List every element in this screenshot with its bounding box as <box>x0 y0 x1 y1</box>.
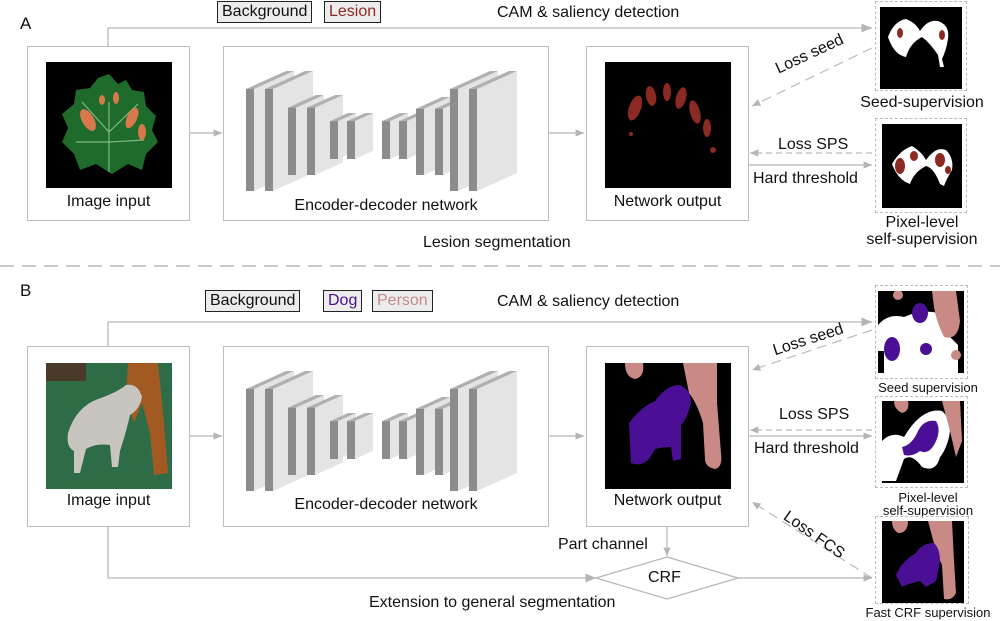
output-box-b: Network output <box>586 346 749 527</box>
legend-text: Person <box>377 292 428 309</box>
lesion-mask-icon <box>627 83 716 153</box>
pixel-caption-line-1: Pixel-level <box>898 490 958 505</box>
network-box-b: Encoder-decoder network <box>223 346 549 527</box>
panel-b-connectors <box>107 317 873 600</box>
leaf-icon <box>62 74 158 174</box>
extension-caption: Extension to general segmentation <box>369 594 616 611</box>
fast-crf-mask-image <box>882 521 964 603</box>
cam-arrow-b <box>107 317 872 346</box>
part-channel-label: Part channel <box>558 536 648 553</box>
panel-a-label: A <box>20 14 32 33</box>
pixel-caption-b: Pixel-level self-supervision <box>862 491 994 517</box>
network-layer-slab <box>469 371 517 491</box>
seed-supervision-box-b <box>875 285 968 379</box>
loss-seed-arrow-a <box>751 47 873 107</box>
output-box-a: Network output <box>586 46 749 221</box>
pixel-mask-icon <box>892 146 953 186</box>
encoder-decoder-icon <box>246 371 517 491</box>
cam-arrow-a <box>107 23 872 46</box>
legend-text: Background <box>222 3 308 20</box>
input-caption-a: Image input <box>66 193 151 210</box>
network-layer-slab <box>347 113 373 159</box>
legend-text: Dog <box>328 292 358 309</box>
cam-label-a: CAM & saliency detection <box>497 4 680 21</box>
pixel-caption-a: Pixel-level self-supervision <box>852 214 992 248</box>
legend-person-b: Person <box>372 290 433 312</box>
dog-photo-icon <box>46 363 172 489</box>
pixel-supervision-box-b <box>875 396 968 488</box>
legend-background-a: Background <box>217 1 313 23</box>
cam-label-b: CAM & saliency detection <box>497 293 680 310</box>
network-layer-slab <box>347 413 373 459</box>
hard-threshold-label-b: Hard threshold <box>754 440 859 457</box>
seed-caption-a: Seed-supervision <box>860 94 984 111</box>
loss-fcs-arrow-b <box>751 501 873 579</box>
network-caption-b: Encoder-decoder network <box>294 496 478 513</box>
network-caption-a: Encoder-decoder network <box>294 197 478 214</box>
pixel-mask-image-b <box>882 401 964 483</box>
pixel-caption-line-1: Pixel-level <box>885 214 959 231</box>
dog-photo <box>46 363 172 489</box>
legend-lesion-a: Lesion <box>324 1 382 23</box>
lesion-output-image <box>605 62 731 188</box>
seed-caption-b: Seed supervision <box>878 380 978 395</box>
fast-crf-mask-icon <box>892 521 956 600</box>
hard-threshold-label-a: Hard threshold <box>753 170 858 187</box>
input-box-a: Image input <box>27 46 190 221</box>
section-caption-a: Lesion segmentation <box>423 234 571 251</box>
pixel-supervision-box-a <box>875 118 967 213</box>
seed-mask-icon <box>888 19 949 67</box>
panel-b-label: B <box>20 281 32 300</box>
input-caption-b: Image input <box>66 492 151 509</box>
fast-crf-supervision-box-b <box>875 516 969 604</box>
pixel-mask-icon <box>882 401 962 481</box>
seed-supervision-box-a <box>875 1 967 91</box>
legend-text: Lesion <box>329 3 377 20</box>
network-box-a: Encoder-decoder network <box>223 46 549 221</box>
loss-sps-label-b: Loss SPS <box>779 406 850 423</box>
legend-background-b: Background <box>205 290 301 312</box>
panel-a-connectors <box>107 23 873 169</box>
input-box-b: Image input <box>27 346 190 527</box>
extension-arrow-b <box>107 527 596 583</box>
network-layer-slab <box>469 71 517 191</box>
loss-sps-label-a: Loss SPS <box>778 136 849 153</box>
dog-output-image <box>605 363 731 489</box>
loss-seed-arrow-b <box>751 329 873 371</box>
legend-dog-b: Dog <box>323 290 363 312</box>
output-caption-a: Network output <box>613 193 722 210</box>
output-caption-b: Network output <box>613 492 722 509</box>
legend-text: Background <box>210 292 296 309</box>
seed-mask-image-a <box>880 7 962 89</box>
pixel-caption-line-2: self-supervision <box>866 231 978 248</box>
fast-crf-caption-b: Fast CRF supervision <box>865 605 991 620</box>
pixel-mask-image-a <box>882 124 962 208</box>
crf-label: CRF <box>648 569 681 586</box>
seed-mask-icon <box>878 290 961 373</box>
leaf-image <box>46 62 172 188</box>
seed-mask-image-b <box>878 290 964 373</box>
pixel-caption-line-2: self-supervision <box>882 503 974 518</box>
encoder-decoder-icon <box>246 71 517 191</box>
dog-mask-icon <box>625 363 722 469</box>
